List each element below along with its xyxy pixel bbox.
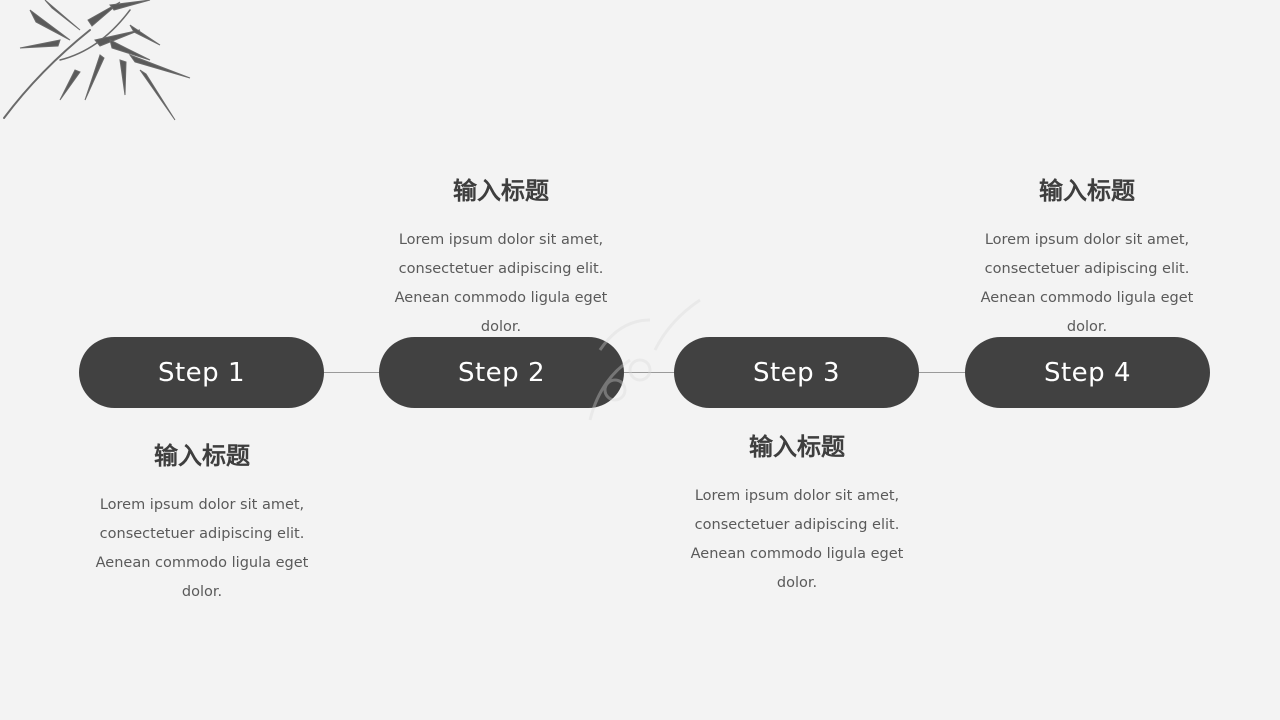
step-3-pill: Step 3 <box>674 337 919 408</box>
bamboo-leaves-icon <box>3 0 191 121</box>
step-2-pill: Step 2 <box>379 337 624 408</box>
step-2-label: Step 2 <box>457 357 545 388</box>
connector-line-2 <box>624 372 675 373</box>
step-4-title: 输入标题 <box>1039 177 1135 205</box>
step-1-body: Lorem ipsum dolor sit amet, consectetuer… <box>95 497 309 600</box>
step-3-body: Lorem ipsum dolor sit amet, consectetuer… <box>690 488 904 591</box>
connector-line-3 <box>919 372 966 373</box>
step-3-text-block: 输入标题 Lorem ipsum dolor sit amet, consect… <box>677 432 917 598</box>
step-2-text-block: 输入标题 Lorem ipsum dolor sit amet, consect… <box>381 176 621 342</box>
step-1-title: 输入标题 <box>154 442 250 470</box>
step-4-label: Step 4 <box>1043 357 1131 388</box>
connector-line-1 <box>324 372 380 373</box>
step-4-text-block: 输入标题 Lorem ipsum dolor sit amet, consect… <box>967 176 1207 342</box>
step-2-body: Lorem ipsum dolor sit amet, consectetuer… <box>394 232 608 335</box>
step-3-label: Step 3 <box>752 357 840 388</box>
step-1-pill: Step 1 <box>79 337 324 408</box>
step-2-title: 输入标题 <box>453 177 549 205</box>
step-1-text-block: 输入标题 Lorem ipsum dolor sit amet, consect… <box>82 441 322 607</box>
step-4-pill: Step 4 <box>965 337 1210 408</box>
step-3-title: 输入标题 <box>749 433 845 461</box>
step-4-body: Lorem ipsum dolor sit amet, consectetuer… <box>980 232 1194 335</box>
step-1-label: Step 1 <box>157 357 245 388</box>
